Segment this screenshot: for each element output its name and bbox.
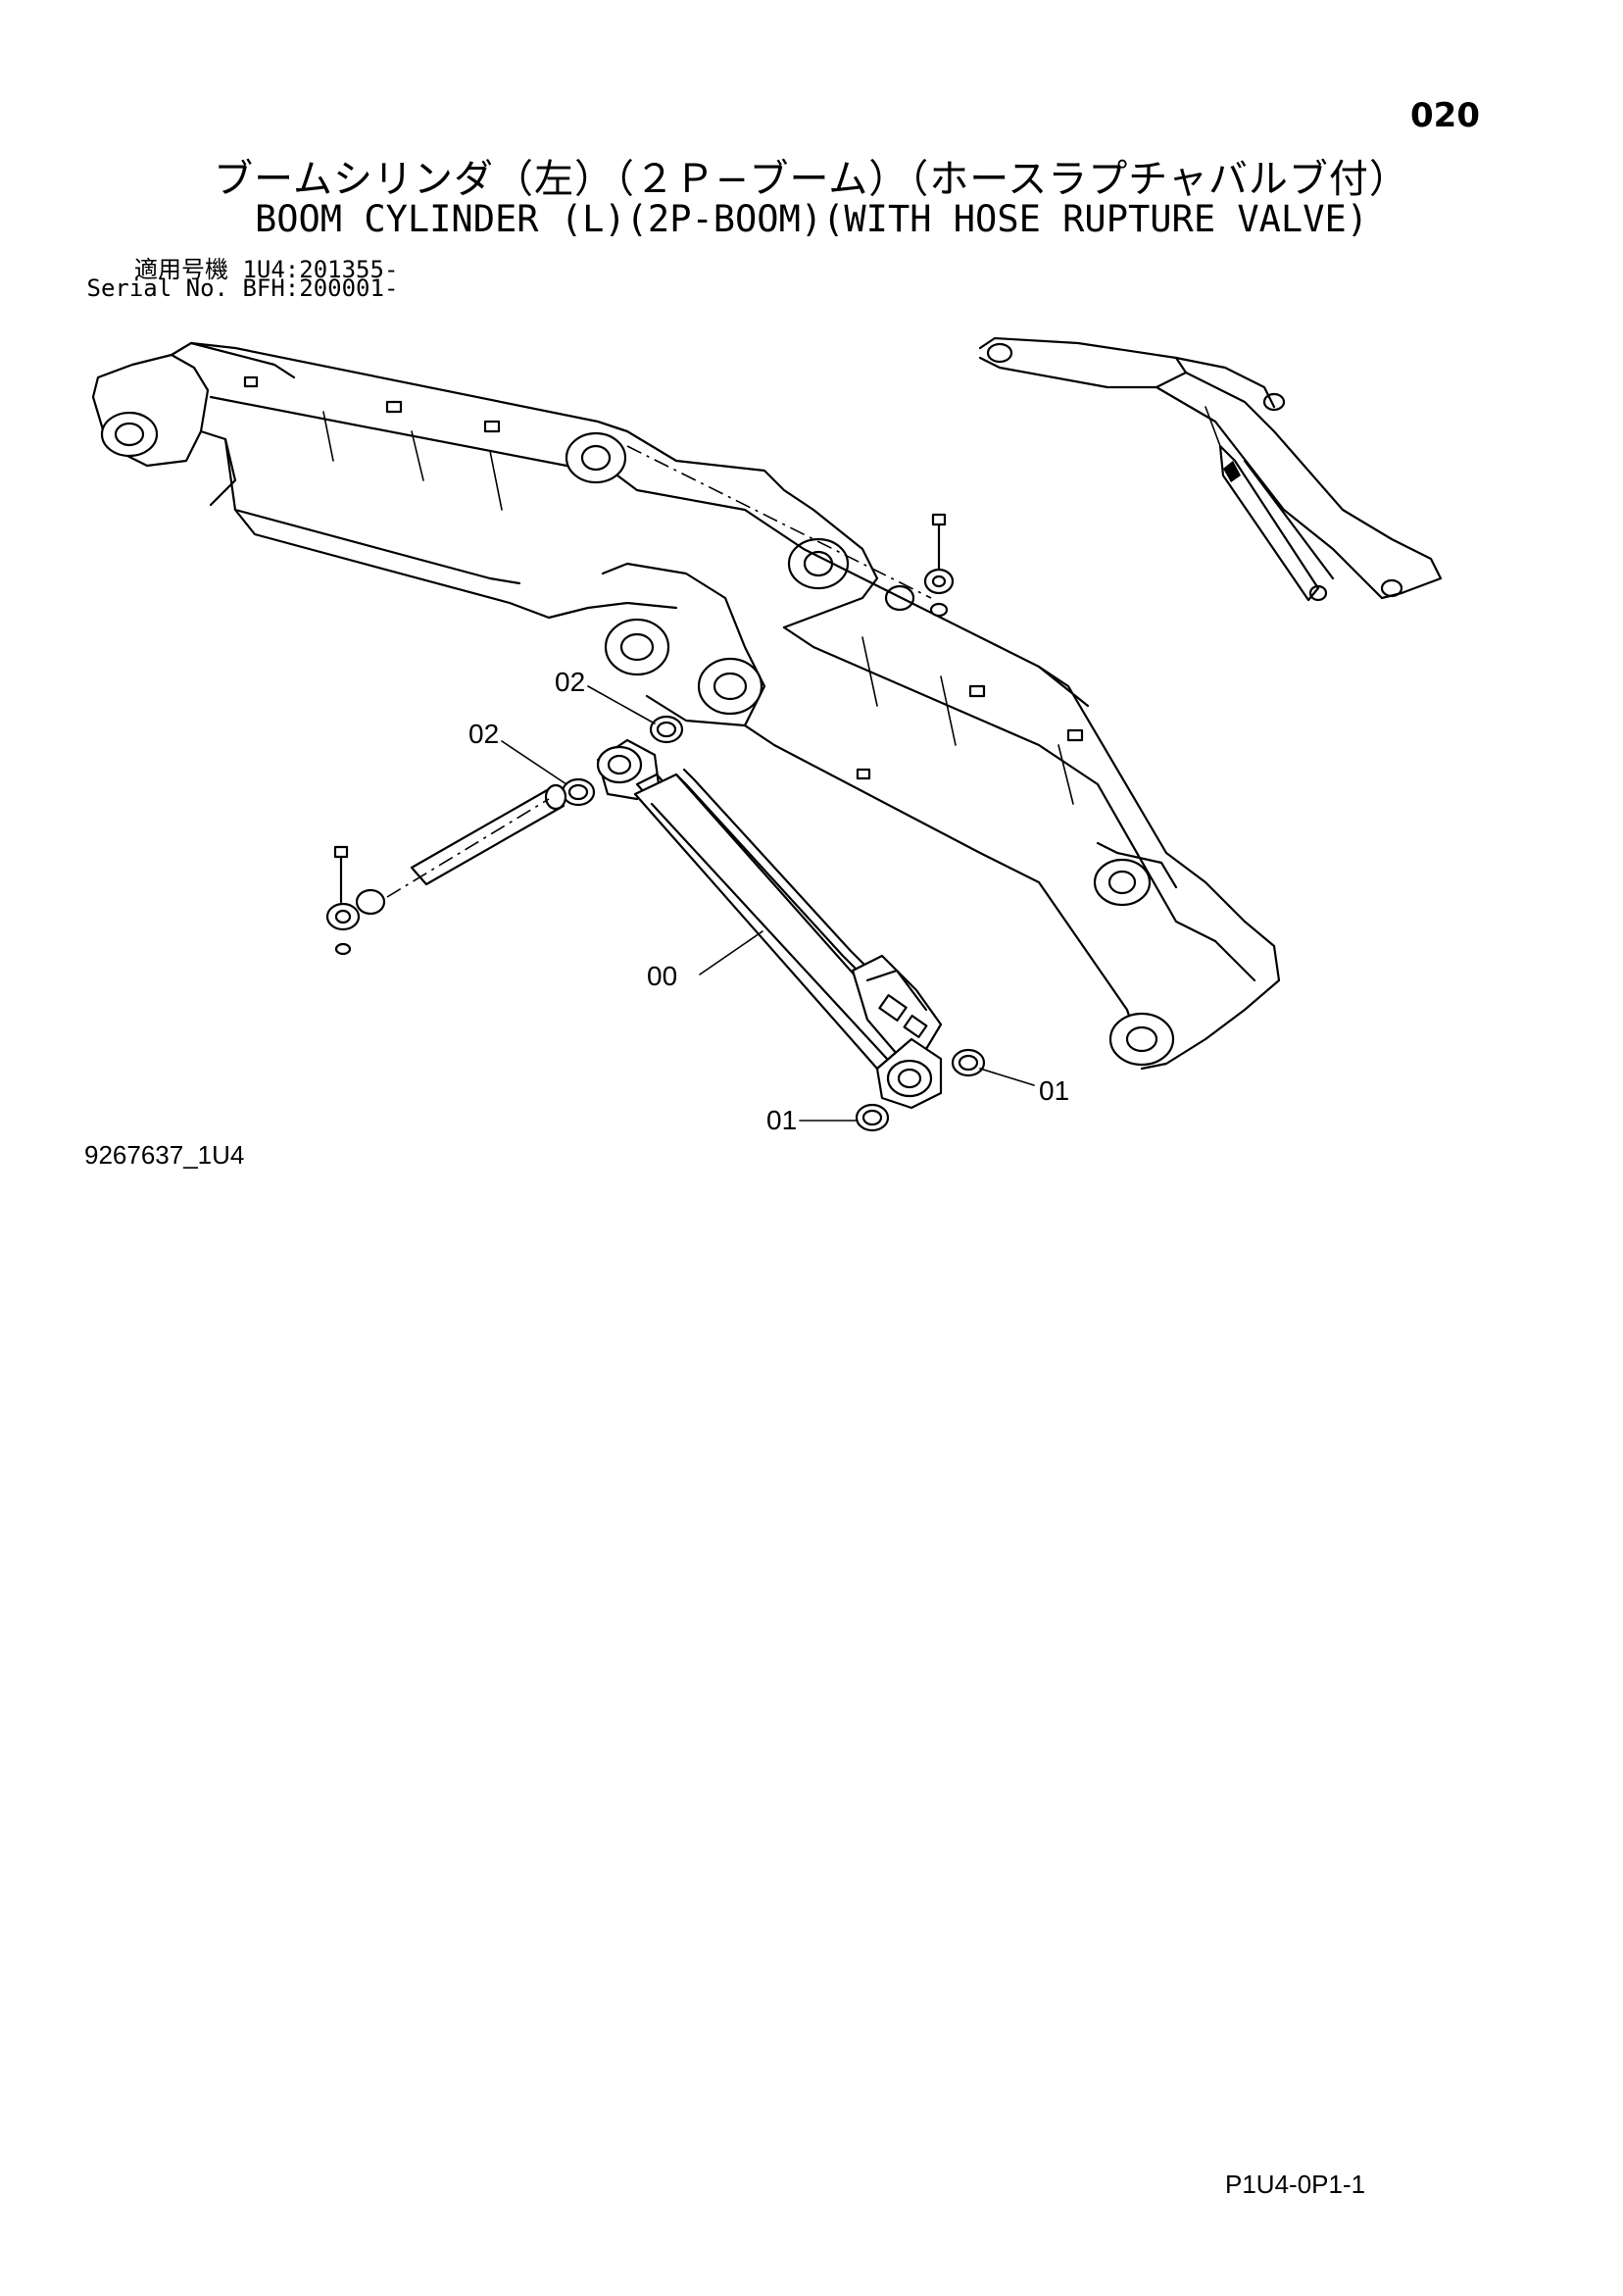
applicability-label: 適用号機	[134, 256, 228, 283]
pin-assembly-lower	[325, 783, 567, 956]
inset-view	[978, 336, 1443, 602]
callout-00: 00	[647, 961, 677, 991]
callout-02-lower: 02	[468, 719, 499, 749]
serial-label: Serial No.	[86, 275, 229, 302]
pin-assembly-upper	[626, 445, 955, 618]
bushing-02-upper	[649, 715, 684, 744]
exploded-parts-diagram: 02 02 00 01 01	[91, 336, 1443, 1135]
boom-arm	[91, 341, 1281, 1071]
callout-01-left: 01	[766, 1105, 797, 1135]
applicability-row: 適用号機 1U4:201355-	[86, 250, 398, 284]
title-english: BOOM CYLINDER (L)(2P-BOOM)(WITH HOSE RUP…	[254, 198, 1369, 240]
sheet-code: P1U4-0P1-1	[1225, 2170, 1366, 2199]
bushing-02-lower	[561, 777, 596, 807]
bushing-01-upper	[951, 1048, 986, 1077]
bushing-01-lower	[855, 1103, 890, 1132]
applicability-value: 1U4:201355-	[242, 256, 399, 283]
boom-cylinder	[596, 738, 943, 1110]
page-number: 020	[1410, 96, 1480, 135]
leader-02-upper	[587, 685, 656, 724]
title-japanese: ブームシリンダ（左）（２Ｐ−ブーム）（ホースラプチャバルブ付）	[214, 157, 1409, 202]
serial-value: BFH:200001-	[242, 275, 399, 302]
drawing-id: 9267637_1U4	[84, 1140, 245, 1170]
leader-02-lower	[501, 740, 567, 785]
callout-01-right: 01	[1039, 1075, 1069, 1106]
callout-02-upper: 02	[555, 667, 585, 697]
serial-row: Serial No. BFH:200001-	[86, 275, 399, 302]
leader-00	[699, 930, 763, 975]
leader-01-right	[979, 1068, 1035, 1086]
